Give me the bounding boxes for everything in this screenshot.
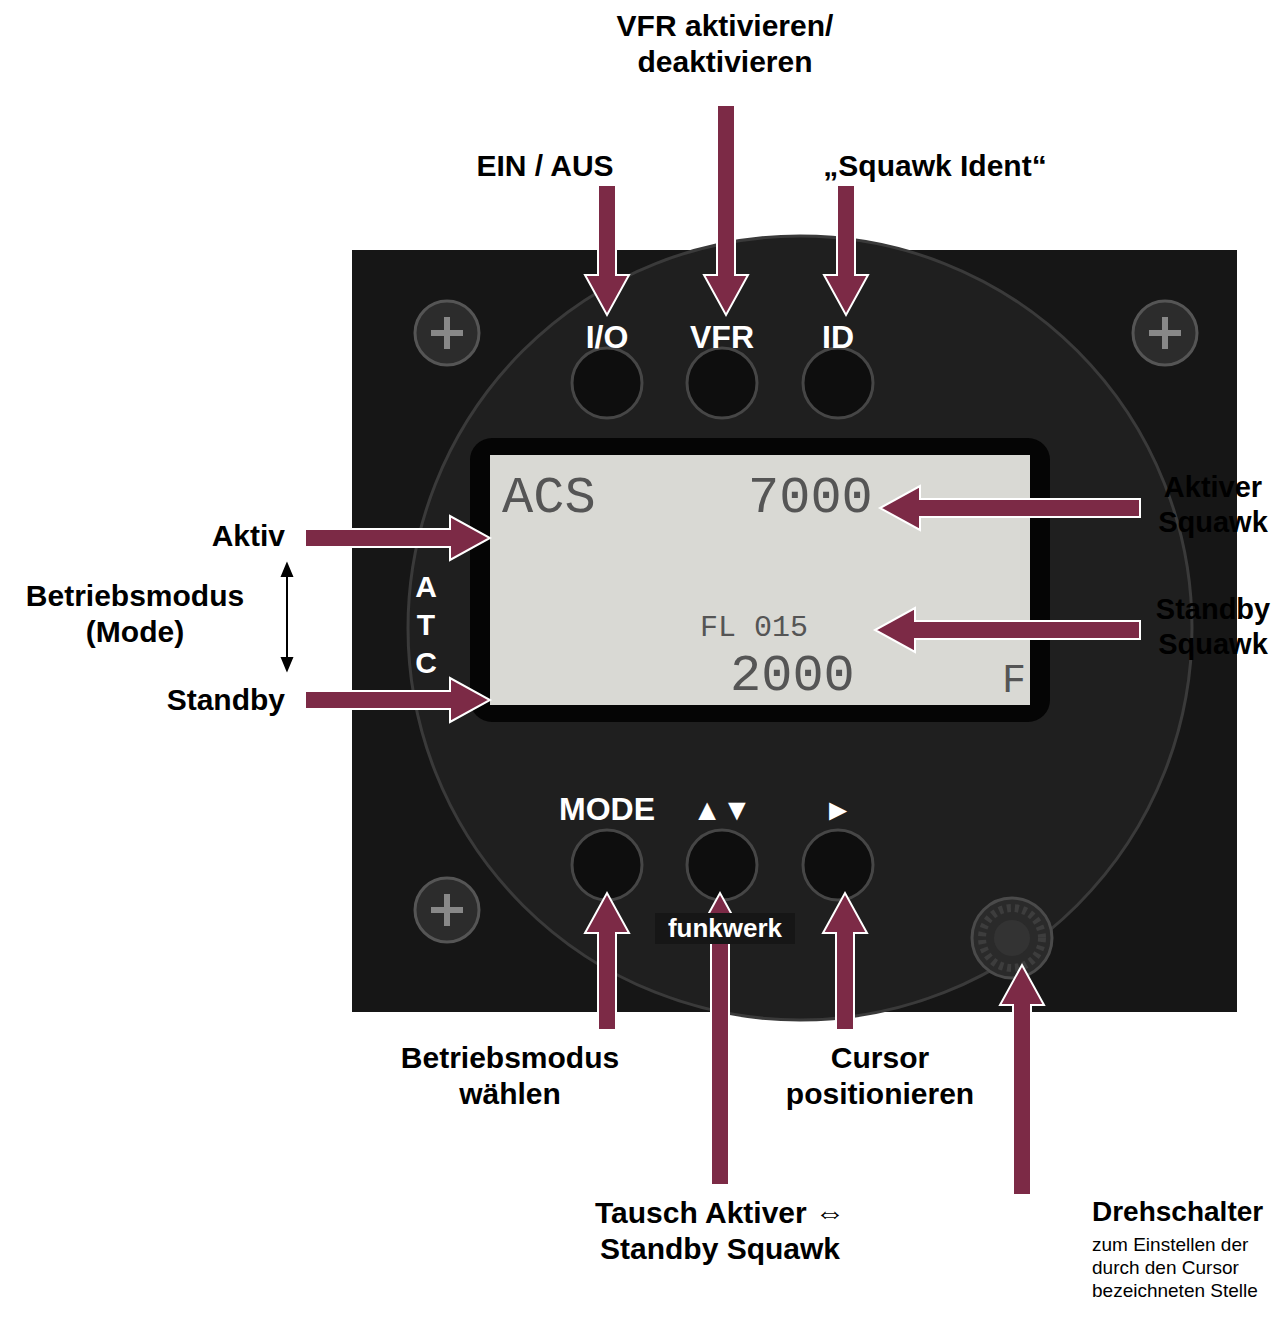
button-label: VFR xyxy=(672,318,772,356)
callout-text: Aktiv xyxy=(145,518,285,554)
callout-text: Aktiver Squawk xyxy=(1150,470,1276,540)
callout-text: „Squawk Ident“ xyxy=(815,148,1055,184)
screw xyxy=(415,301,1197,942)
panel-lettering: A T C xyxy=(410,568,442,682)
range-bracket xyxy=(282,564,292,670)
callout-text: VFR aktivieren/ deaktivieren xyxy=(575,8,875,80)
button-label: MODE xyxy=(537,790,677,828)
button-label: ID xyxy=(788,318,888,356)
display-frame xyxy=(470,438,1050,722)
callout-text: Standby xyxy=(125,682,285,718)
button-label: ► xyxy=(788,792,888,828)
callout-text: Drehschalter xyxy=(1092,1195,1277,1229)
active-squawk: 7000 xyxy=(748,469,873,529)
mode-indicator: ACS xyxy=(502,469,596,529)
callout-note: zum Einstellen der durch den Cursor beze… xyxy=(1092,1234,1272,1302)
callout-text: Cursor positionieren xyxy=(755,1040,1005,1112)
brand-logo: funkwerk xyxy=(655,913,795,944)
callout-arrow xyxy=(305,105,1140,1195)
callout-text: Betriebsmodus wählen xyxy=(380,1040,640,1112)
rotary-knob xyxy=(972,898,1052,978)
lcd-display: ACS 7000 FL 0152000 F xyxy=(490,455,1030,705)
button-label: ▲▼ xyxy=(672,792,772,828)
callout-text: Betriebsmodus (Mode) xyxy=(5,578,265,650)
status-flag: F xyxy=(1002,659,1026,705)
standby-squawk: 2000 xyxy=(730,647,855,705)
bezel-ring xyxy=(408,236,1192,1020)
callout-text: EIN / AUS xyxy=(425,148,665,184)
flight-level: FL 015 xyxy=(700,611,808,646)
callout-text: Standby Squawk xyxy=(1150,592,1276,662)
button-label: I/O xyxy=(557,318,657,356)
callout-text: Tausch Aktiver ⇔ Standby Squawk xyxy=(570,1195,870,1267)
